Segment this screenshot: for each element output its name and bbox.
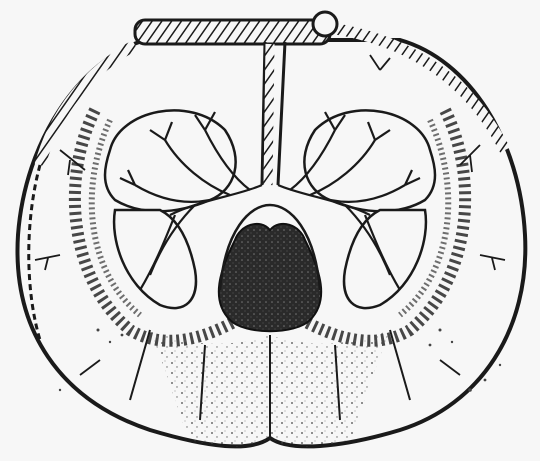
sulcal-artery-fill bbox=[268, 44, 270, 185]
left-lateral-lobe bbox=[114, 210, 196, 308]
right-lateral-lobe bbox=[344, 210, 426, 308]
left-surface-vessel bbox=[29, 165, 40, 340]
artery-end-cap bbox=[313, 12, 337, 36]
anterior-spinal-artery bbox=[135, 20, 330, 44]
central-dark-region bbox=[219, 224, 321, 331]
